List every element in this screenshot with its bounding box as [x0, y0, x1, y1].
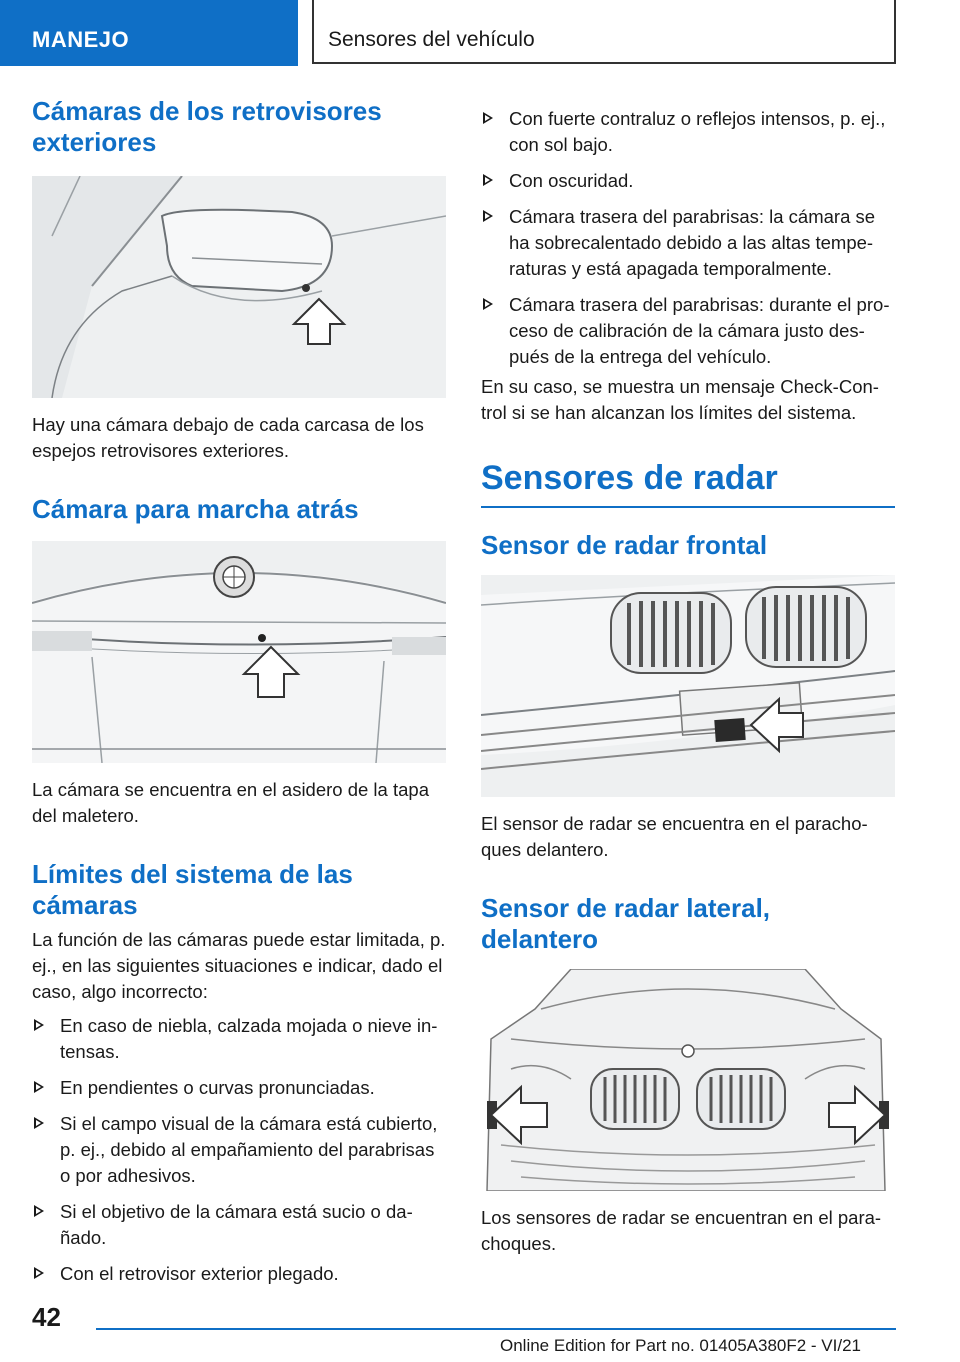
- bullet-triangle-icon: [34, 1019, 44, 1031]
- list-item: Con fuerte contraluz o reflejos intensos…: [481, 106, 895, 158]
- list-item-text: Con fuerte contraluz o reflejos intensos…: [509, 108, 886, 155]
- bullet-triangle-icon: [34, 1081, 44, 1093]
- bullet-triangle-icon: [34, 1205, 44, 1217]
- heading-front-radar: Sensor de radar frontal: [481, 530, 768, 560]
- system-limits-text: La función de las cámaras puede estar li…: [32, 929, 446, 1002]
- lateral-radar-text: Los sensores de radar se encuentran en e…: [481, 1207, 882, 1254]
- heading-system-limits: Límites del sistema de las cámaras: [32, 859, 353, 920]
- bullet-triangle-icon: [34, 1267, 44, 1279]
- bullet-triangle-icon: [483, 298, 493, 310]
- check-control-text: En su caso, se muestra un mensaje Check-…: [481, 376, 879, 423]
- list-item: Cámara trasera del parabrisas: durante e…: [481, 292, 895, 370]
- list-item-text: Si el campo visual de la cámara está cub…: [60, 1113, 438, 1186]
- bullet-triangle-icon: [483, 174, 493, 186]
- list-item-text: Cámara trasera del parabrisas: durante e…: [509, 294, 890, 367]
- heading-mirror-cameras: Cámaras de los retrovisores exteriores: [32, 96, 382, 157]
- list-item: Si el campo visual de la cámara está cub…: [32, 1111, 446, 1189]
- bullet-triangle-icon: [483, 112, 493, 124]
- bullet-triangle-icon: [483, 210, 493, 222]
- heading-lateral-radar: Sensor de radar lateral, delantero: [481, 893, 771, 954]
- edition-note: Online Edition for Part no. 01405A380F2 …: [500, 1336, 862, 1355]
- list-item-text: Con el retrovisor exterior plegado.: [60, 1263, 339, 1284]
- list-item-text: Si el objetivo de la cámara está sucio o…: [60, 1201, 413, 1248]
- section-title: MANEJO: [32, 27, 130, 52]
- list-item: Cámara trasera del parabrisas: la cámara…: [481, 204, 895, 282]
- mirror-svg: [32, 176, 446, 398]
- heading-radar-sensors: Sensores de radar: [481, 458, 895, 508]
- footer-divider: [96, 1328, 896, 1330]
- conditions-bullet-list: Con fuerte contraluz o reflejos intensos…: [481, 106, 895, 370]
- chapter-header: Sensores del vehículo: [312, 0, 896, 64]
- section-tab: MANEJO: [0, 0, 298, 66]
- list-item-text: Con oscuridad.: [509, 170, 634, 191]
- page-number: 42: [32, 1302, 61, 1332]
- lateral-radar-illustration: [481, 969, 895, 1191]
- right-column: Con fuerte contraluz o reflejos intensos…: [481, 106, 895, 1257]
- list-item: Con el retrovisor exterior plegado.: [32, 1261, 446, 1287]
- list-item-text: En caso de niebla, calzada mojada o niev…: [60, 1015, 438, 1062]
- list-item: Si el objetivo de la cámara está sucio o…: [32, 1199, 446, 1251]
- list-item-text: Cámara trasera del parabrisas: la cámara…: [509, 206, 876, 279]
- left-column: Cámaras de los retrovisores exteriores H…: [32, 96, 446, 1287]
- front-radar-text: El sensor de radar se encuentra en el pa…: [481, 813, 868, 860]
- bullet-triangle-icon: [34, 1117, 44, 1129]
- trunk-svg: [32, 541, 446, 763]
- list-item-text: En pendientes o curvas pronunciadas.: [60, 1077, 375, 1098]
- mirror-camera-text: Hay una cámara debajo de cada carcasa de…: [32, 414, 424, 461]
- list-item: Con oscuridad.: [481, 168, 895, 194]
- mirror-camera-illustration: [32, 176, 446, 398]
- chapter-title: Sensores del vehículo: [328, 28, 535, 51]
- front-radar-illustration: [481, 575, 895, 797]
- heading-rear-camera: Cámara para marcha atrás: [32, 494, 359, 524]
- limits-bullet-list: En caso de niebla, calzada mojada o niev…: [32, 1013, 446, 1287]
- front-bumper-svg: [481, 575, 895, 797]
- car-front-svg: [481, 969, 895, 1191]
- list-item: En pendientes o curvas pronunciadas.: [32, 1075, 446, 1101]
- rear-camera-illustration: [32, 541, 446, 763]
- rear-camera-text: La cámara se encuentra en el asidero de …: [32, 779, 429, 826]
- list-item: En caso de niebla, calzada mojada o niev…: [32, 1013, 446, 1065]
